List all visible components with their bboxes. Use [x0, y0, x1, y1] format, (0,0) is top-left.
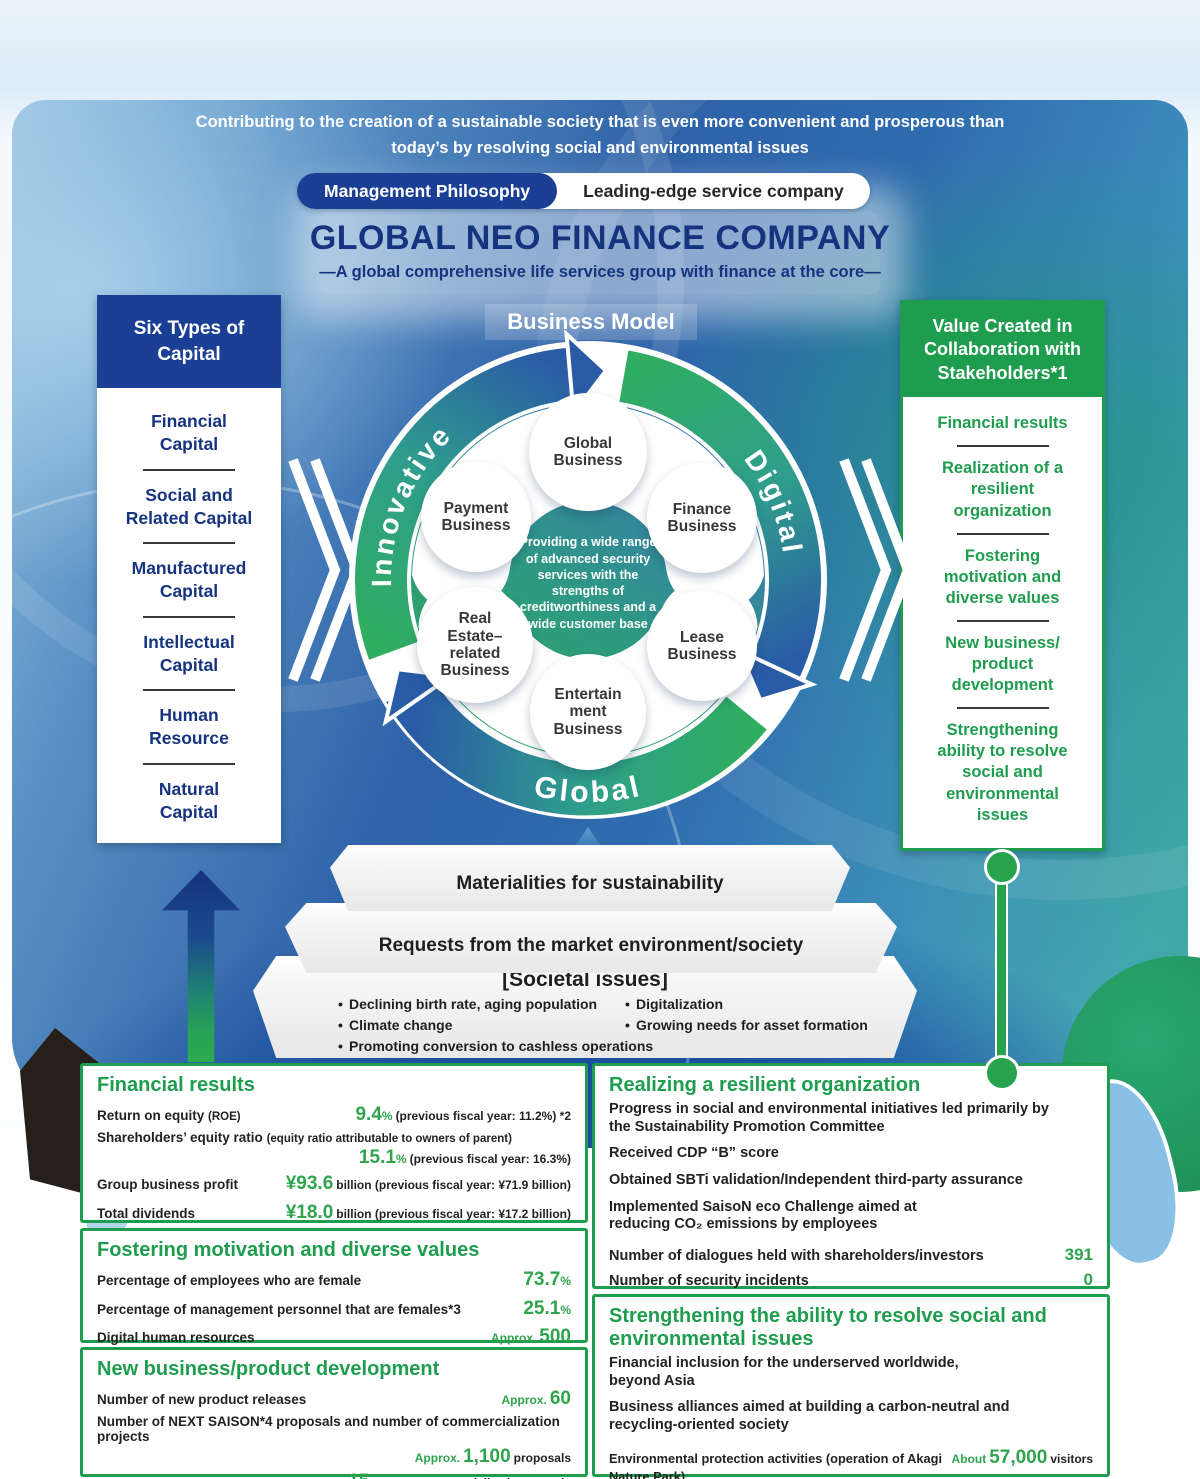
business-node-entertainment: Entertain ment Business [530, 654, 646, 770]
divider [143, 468, 235, 471]
list-item: Growing needs for asset formation [625, 1015, 868, 1036]
table-row: Number of dialogues held with shareholde… [609, 1245, 1093, 1265]
business-node-lease: Lease Business [647, 591, 757, 701]
list-item: Progress in social and environmental ini… [609, 1101, 1049, 1135]
table-row: Percentage of management personnel that … [97, 1297, 571, 1319]
business-model-diagram: Innovative Digital Global Global Busines… [338, 330, 838, 830]
divider [143, 762, 235, 765]
page-title: GLOBAL NEO FINANCE COMPANY [309, 219, 891, 257]
green-connector-line [997, 866, 1006, 1071]
page-subtitle: —A global comprehensive life services gr… [319, 263, 881, 281]
value-item-strengthening: Strengthening ability to resolve social … [937, 721, 1068, 824]
list-item: Promoting conversion to cashless operati… [338, 1036, 653, 1057]
business-model-label: Business Model [485, 304, 697, 340]
box-title: Financial results [97, 1074, 255, 1096]
chevron-right-icon [839, 458, 914, 682]
divider [143, 615, 235, 618]
divider [956, 707, 1049, 710]
value-created-panel: Value Created in Collaboration with Stak… [900, 300, 1105, 851]
box-title: New business/product development [97, 1358, 440, 1380]
value-created-title: Value Created in Collaboration with Stak… [903, 303, 1102, 398]
capital-item-human: Human Resource [149, 705, 229, 749]
six-capitals-title: Six Types of Capital [97, 295, 281, 389]
list-item: Digitalization [625, 994, 868, 1015]
badge-management-philosophy: Management Philosophy [297, 173, 558, 209]
table-row: Number of security incidents 0 [609, 1269, 1093, 1289]
divider [956, 619, 1049, 622]
value-item-newbusiness: New business/ product development [945, 633, 1060, 695]
list-item: Business alliances aimed at building a c… [609, 1399, 1010, 1434]
list-item: Obtained SBTi validation/Independent thi… [609, 1172, 1023, 1189]
financial-results-box: Financial results Return on equity (ROE)… [80, 1063, 588, 1251]
list-item: Declining birth rate, aging population [338, 994, 653, 1015]
divider [956, 532, 1049, 535]
societal-issues-title: [Societal issues] [502, 968, 668, 991]
business-node-global: Global Business [529, 393, 647, 511]
table-row: 15or more commercialized proposals [97, 1469, 571, 1479]
table-row: Percentage of employees who are female 7… [97, 1269, 571, 1290]
table-row: Number of new product releases Approx.60 [97, 1388, 571, 1409]
value-item-financial: Financial results [937, 414, 1068, 433]
divider [143, 542, 235, 545]
societal-issues-left: Declining birth rate, aging population C… [338, 994, 653, 1057]
box-title: Realizing a resilient organization [609, 1074, 921, 1096]
platform-materialities: Materialities for sustainability [330, 845, 850, 911]
cycle-arrow-icon [735, 646, 818, 703]
six-capitals-panel: Six Types of Capital Financial Capital S… [97, 295, 281, 844]
value-item-motivation: Fostering motivation and diverse values [943, 546, 1062, 607]
societal-issues-right: Digitalization Growing needs for asset f… [625, 994, 868, 1036]
table-row: Number of NEXT SAISON*4 proposals and nu… [97, 1413, 560, 1444]
list-item: Implemented SaisoN eco Challenge aimed a… [609, 1198, 917, 1233]
resilient-organization-box: Realizing a resilient organization Progr… [592, 1063, 1110, 1289]
table-row: Digital human resources Approx.500 [97, 1326, 571, 1347]
list-item: Financial inclusion for the underserved … [609, 1355, 959, 1389]
six-capitals-body: Financial Capital Social and Related Cap… [97, 388, 281, 843]
philosophy-badge: Management Philosophy Leading-edge servi… [297, 173, 870, 209]
capital-item-natural: Natural Capital [158, 778, 220, 822]
divider [143, 689, 235, 692]
business-model-center-text: Providing a wide range of advanced secur… [519, 535, 657, 631]
table-row: Shareholders’ equity ratio (equity ratio… [97, 1129, 571, 1168]
value-item-resilient: Realization of a resilient organization [941, 459, 1064, 520]
svg-text:Global: Global [531, 770, 644, 809]
business-node-real-estate: Real Estate– related Business [417, 587, 533, 703]
capital-item-manufactured: Manufactured Capital [131, 558, 247, 602]
value-created-body: Financial results Realization of a resil… [903, 397, 1102, 848]
platform-societal-issues: [Societal issues] Declining birth rate, … [253, 956, 917, 1058]
list-item: Received CDP “B” score [609, 1145, 779, 1162]
platform-requests: Requests from the market environment/soc… [285, 903, 897, 973]
capital-item-social: Social and Related Capital [125, 484, 253, 528]
new-business-box: New business/product development Number … [80, 1347, 588, 1479]
badge-leading-edge: Leading-edge service company [583, 180, 844, 201]
ring-word-global: Global [531, 770, 641, 809]
motivation-box: Fostering motivation and diverse values … [80, 1228, 588, 1376]
business-node-payment: Payment Business [421, 462, 531, 572]
table-row: Environmental protection activities (ope… [609, 1446, 1093, 1479]
divider [956, 445, 1049, 448]
table-row: Return on equity (ROE) 9.4%(previous fis… [97, 1104, 571, 1125]
intro-statement: Contributing to the creation of a sustai… [195, 113, 1005, 157]
connector-dot [984, 849, 1020, 885]
connector-dot [984, 1055, 1020, 1091]
box-title: Fostering motivation and diverse values [97, 1239, 480, 1261]
capital-item-financial: Financial Capital [151, 411, 227, 455]
title-glow [320, 212, 880, 294]
business-node-finance: Finance Business [647, 463, 757, 573]
box-title: Strengthening the ability to resolve soc… [609, 1305, 1047, 1350]
list-item: Climate change [338, 1015, 653, 1036]
strengthening-box: Strengthening the ability to resolve soc… [592, 1294, 1110, 1479]
capital-item-intellectual: Intellectual Capital [143, 631, 235, 675]
